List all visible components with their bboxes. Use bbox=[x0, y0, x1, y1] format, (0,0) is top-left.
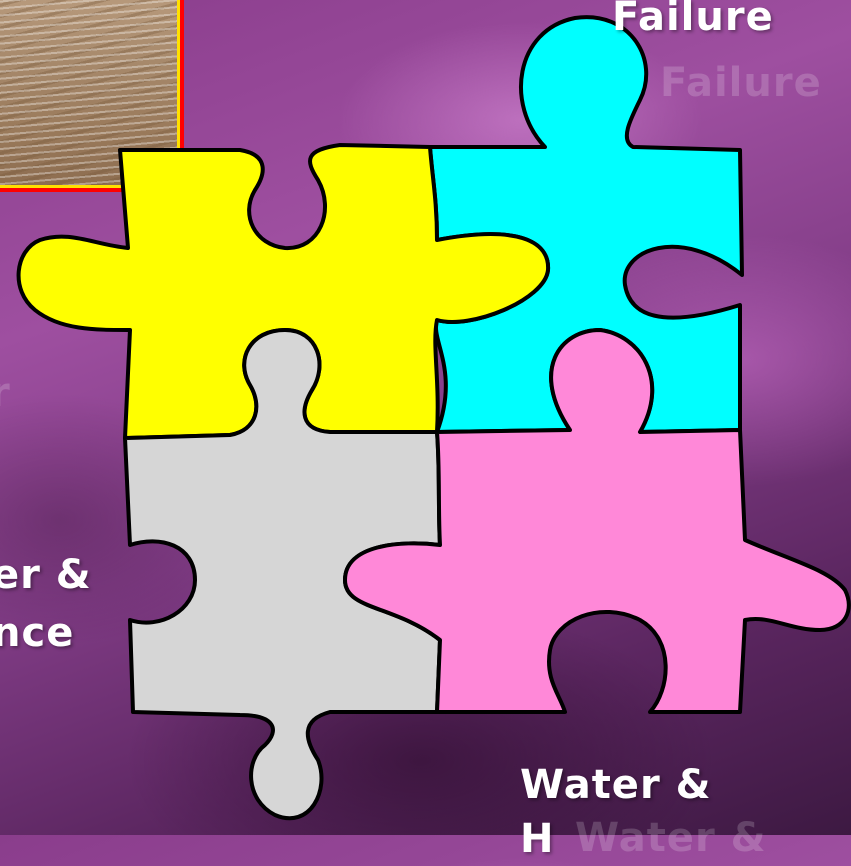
label-water-line1: Water & bbox=[520, 758, 711, 812]
label-water-line2: H bbox=[520, 812, 554, 866]
label-left-line2: nce bbox=[0, 606, 74, 660]
puzzle bbox=[0, 0, 851, 835]
label-failure: Failure bbox=[612, 0, 774, 44]
label-left-line1: er & bbox=[0, 548, 92, 602]
